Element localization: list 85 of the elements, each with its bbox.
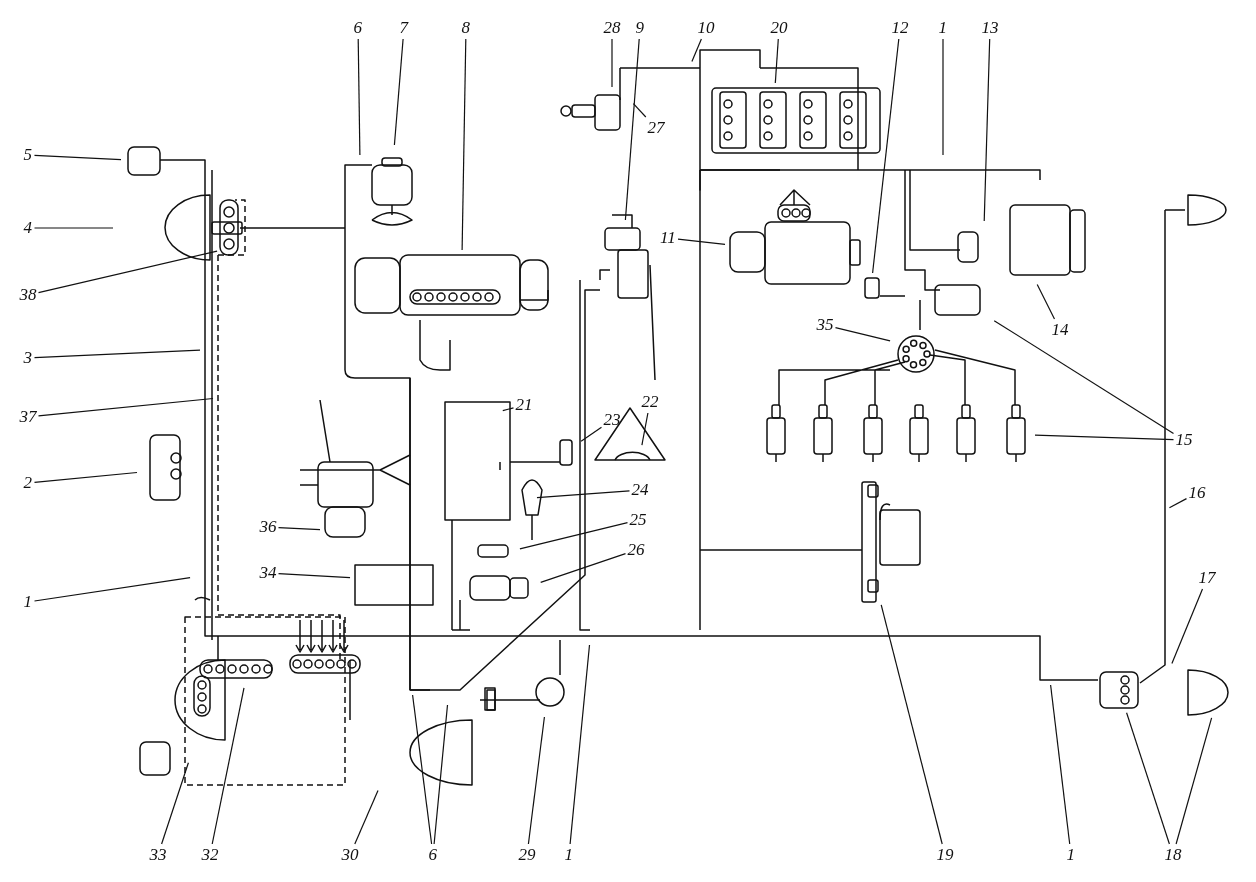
leader-line [540, 553, 627, 583]
leader-line [354, 790, 379, 845]
leader-line [277, 573, 351, 579]
leader-line [1034, 434, 1175, 441]
leader-line [1168, 498, 1188, 509]
callout-number: 18 [1164, 846, 1182, 864]
leader-line [993, 320, 1175, 434]
callout-number: 3 [23, 349, 32, 367]
callout-number: 8 [461, 19, 470, 37]
leader-line [161, 762, 189, 845]
callout-number: 25 [629, 511, 647, 529]
callout-number: 27 [647, 119, 665, 137]
callout-number: 28 [603, 19, 621, 37]
callout-number: 36 [259, 518, 277, 536]
leader-line [33, 227, 114, 229]
leader-line [519, 522, 629, 550]
leader-line [677, 238, 726, 245]
callout-number: 16 [1188, 484, 1206, 502]
leader-line [880, 604, 943, 845]
callout-number: 12 [891, 19, 909, 37]
callout-number: 6 [428, 846, 437, 864]
leader-line [527, 716, 545, 845]
callout-number: 34 [259, 564, 277, 582]
leader-line [983, 38, 991, 222]
leader-line [433, 704, 449, 845]
leader-line [393, 38, 404, 146]
callout-number: 20 [770, 19, 788, 37]
callout-number: 21 [515, 396, 533, 414]
callout-number: 10 [697, 19, 715, 37]
callout-number: 1 [1066, 846, 1075, 864]
callout-number: 22 [641, 393, 659, 411]
callout-number: 4 [23, 219, 32, 237]
leader-line [641, 412, 649, 446]
leader-line [1036, 283, 1056, 320]
leader-line [536, 490, 631, 499]
leader-line [33, 577, 191, 602]
leader-line [502, 407, 515, 412]
callout-number: 2 [23, 474, 32, 492]
leader-line [580, 426, 603, 442]
leader-line [872, 38, 900, 274]
callout-number: 13 [981, 19, 999, 37]
leader-line [277, 527, 321, 531]
leader-line [461, 38, 467, 251]
callout-number: 1 [564, 846, 573, 864]
leader-line [412, 694, 433, 845]
callout-number: 32 [201, 846, 219, 864]
leader-line [357, 38, 361, 156]
callout-number: 14 [1051, 321, 1069, 339]
callout-number: 11 [660, 229, 676, 247]
leader-line [1171, 588, 1204, 664]
leader-line [33, 154, 122, 161]
callout-number: 6 [353, 19, 362, 37]
leader-line [611, 38, 613, 88]
leader-line [1050, 684, 1071, 845]
callout-number: 38 [19, 286, 37, 304]
callout-number: 19 [936, 846, 954, 864]
callout-number: 5 [23, 146, 32, 164]
callout-number: 24 [631, 481, 649, 499]
leader-line [211, 687, 245, 845]
leader-line [37, 250, 218, 294]
callout-number: 37 [19, 408, 37, 426]
leader-line [33, 349, 201, 359]
callout-number: 23 [603, 411, 621, 429]
leader-line [774, 38, 779, 84]
leader-line [33, 471, 138, 483]
callout-number: 7 [399, 19, 408, 37]
callout-number: 35 [816, 316, 834, 334]
leader-line [37, 397, 214, 417]
callout-number: 26 [627, 541, 645, 559]
leader-line [691, 38, 702, 62]
leader-line [942, 38, 944, 156]
callout-number: 15 [1175, 431, 1193, 449]
callout-number: 9 [635, 19, 644, 37]
leader-line [569, 644, 591, 845]
callout-number: 30 [341, 846, 359, 864]
callout-number: 1 [938, 19, 947, 37]
callout-number: 29 [518, 846, 536, 864]
leader-line [834, 327, 891, 342]
leader-line [1126, 712, 1170, 845]
callout-number: 1 [23, 593, 32, 611]
leader-line [1175, 717, 1213, 845]
leader-line [632, 103, 647, 118]
callout-number: 17 [1198, 569, 1216, 587]
callout-number: 33 [149, 846, 167, 864]
leader-line [624, 38, 640, 221]
